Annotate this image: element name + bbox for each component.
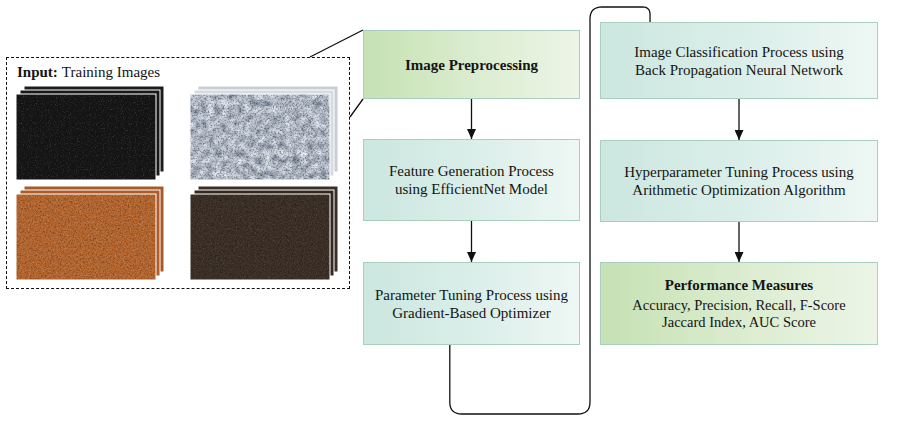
process-box: Hyperparameter Tuning Process using Arit…	[600, 140, 878, 222]
node-text-group: Feature Generation Process using Efficie…	[372, 162, 572, 198]
node-text-group: Image Classification Process using Back …	[624, 43, 854, 79]
node-label: Hyperparameter Tuning Process using Arit…	[624, 163, 854, 199]
node-text-group: Performance MeasuresAccuracy, Precision,…	[612, 276, 867, 332]
black-soil-images	[16, 86, 164, 180]
connector-line	[310, 30, 363, 117]
flow-arrow	[471, 99, 472, 139]
process-box: Image Preprocessing	[363, 30, 580, 99]
process-box: Performance MeasuresAccuracy, Precision,…	[600, 262, 878, 345]
node-label: Training Images	[62, 64, 160, 80]
node-text-group: Parameter Tuning Process using Gradient-…	[372, 286, 572, 322]
node-heading: Image Preprocessing	[405, 56, 538, 74]
flow-arrow	[471, 221, 472, 262]
red-soil-images	[16, 186, 164, 280]
node-text-group: Input:Training Images	[17, 63, 164, 81]
node-label: Accuracy, Precision, Recall, F-Score Jac…	[612, 297, 867, 332]
flow-arrow	[738, 99, 739, 140]
flow-arrow	[738, 222, 739, 262]
brown-soil-images	[190, 186, 338, 280]
node-heading: Performance Measures	[612, 276, 867, 294]
node-label: Feature Generation Process using Efficie…	[372, 162, 572, 198]
node-heading: Input:	[17, 64, 58, 80]
node-label: Image Classification Process using Back …	[624, 43, 854, 79]
input-frame: Input:Training Images	[6, 57, 350, 289]
gravel-images	[190, 86, 338, 180]
process-box: Feature Generation Process using Efficie…	[363, 139, 580, 221]
node-label: Parameter Tuning Process using Gradient-…	[372, 286, 572, 322]
node-text-group: Hyperparameter Tuning Process using Arit…	[624, 163, 854, 199]
node-text-group: Image Preprocessing	[405, 56, 538, 74]
process-box: Parameter Tuning Process using Gradient-…	[363, 262, 580, 345]
process-box: Image Classification Process using Back …	[600, 22, 878, 99]
